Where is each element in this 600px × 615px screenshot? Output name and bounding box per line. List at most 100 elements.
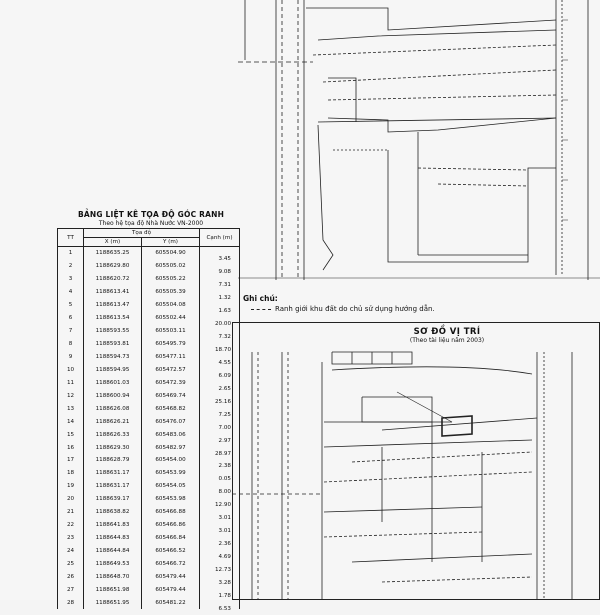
row-y: 605505.02	[141, 259, 200, 273]
row-canh: 20.00	[199, 317, 240, 331]
row-x: 1188635.25	[83, 246, 142, 260]
row-tt: 19	[57, 479, 84, 493]
row-x: 1188593.81	[83, 337, 142, 351]
row-tt: 5	[57, 298, 84, 312]
row-tt: 26	[57, 570, 84, 584]
row-y: 605495.79	[141, 337, 200, 351]
row-canh: 6.09	[199, 369, 240, 383]
row-tt: 13	[57, 402, 84, 416]
row-canh: 3.45	[199, 252, 240, 266]
row-tt: 2	[57, 259, 84, 273]
row-y: 605453.99	[141, 466, 200, 480]
row-tt: 14	[57, 415, 84, 429]
row-y: 605476.07	[141, 415, 200, 429]
row-x: 1188644.83	[83, 531, 142, 545]
row-canh: 2.65	[199, 382, 240, 396]
row-canh: 7.25	[199, 408, 240, 422]
row-x: 1188626.33	[83, 428, 142, 442]
cadastral-map-top-drawing	[238, 0, 600, 280]
row-x: 1188629.30	[83, 441, 142, 454]
row-x: 1188649.53	[83, 557, 142, 571]
row-y: 605483.06	[141, 428, 200, 442]
row-canh: 1.32	[199, 291, 240, 305]
row-y: 605468.82	[141, 402, 200, 416]
row-canh: 8.00	[199, 485, 240, 499]
row-x: 1188641.83	[83, 518, 142, 532]
site-plan-subtitle: (Theo tài liệu năm 2003)	[409, 337, 485, 344]
row-tt: 25	[57, 557, 84, 571]
row-tt: 12	[57, 389, 84, 403]
col-header-y: Y (m)	[141, 237, 200, 247]
row-y: 605503.11	[141, 324, 200, 338]
row-y: 605477.11	[141, 350, 200, 364]
row-y: 605479.44	[141, 570, 200, 584]
row-y: 605472.39	[141, 376, 200, 390]
row-tt: 7	[57, 324, 84, 338]
coords-table-heading: BẢNG LIỆT KÊ TỌA ĐỘ GÓC RANH Theo hệ tọa…	[60, 210, 242, 227]
row-y: 605466.72	[141, 557, 200, 571]
row-tt: 20	[57, 492, 84, 506]
row-tt: 4	[57, 285, 84, 299]
note-row: Ranh giới khu đất do chủ sử dụng hướng d…	[251, 305, 435, 313]
row-x: 1188639.17	[83, 492, 142, 506]
row-tt: 27	[57, 583, 84, 597]
row-x: 1188644.84	[83, 544, 142, 558]
row-canh: 25.16	[199, 395, 240, 409]
row-canh: 2.97	[199, 434, 240, 448]
row-tt: 9	[57, 350, 84, 364]
row-y: 605454.05	[141, 479, 200, 493]
note-title: Ghi chú:	[243, 294, 278, 303]
row-tt: 15	[57, 428, 84, 442]
row-x: 1188631.17	[83, 479, 142, 493]
note-block: Ghi chú: Ranh giới khu đất do chủ sử dụn…	[243, 294, 435, 313]
row-tt: 11	[57, 376, 84, 390]
row-x: 1188620.72	[83, 272, 142, 286]
row-x: 1188629.80	[83, 259, 142, 273]
row-tt: 8	[57, 337, 84, 351]
row-canh: 7.32	[199, 330, 240, 344]
row-x: 1188601.03	[83, 376, 142, 390]
row-y: 605466.52	[141, 544, 200, 558]
row-x: 1188613.54	[83, 311, 142, 325]
row-canh: 4.55	[199, 356, 240, 370]
document-page: Ghi chú: Ranh giới khu đất do chủ sử dụn…	[57, 0, 600, 615]
row-tt: 22	[57, 518, 84, 532]
row-tt: 24	[57, 544, 84, 558]
row-tt: 21	[57, 505, 84, 519]
site-location-map	[232, 322, 600, 600]
row-y: 605504.90	[141, 246, 200, 260]
row-tt: 3	[57, 272, 84, 286]
col-header-toado: Tọa độ	[83, 228, 200, 238]
row-canh: 1.78	[199, 589, 240, 603]
row-canh: 28.97	[199, 447, 240, 460]
row-tt: 16	[57, 441, 84, 454]
row-y: 605505.39	[141, 285, 200, 299]
row-canh: 3.28	[199, 576, 240, 590]
row-x: 1188631.17	[83, 466, 142, 480]
row-x: 1188648.70	[83, 570, 142, 584]
row-y: 605466.84	[141, 531, 200, 545]
col-header-tt: TT	[57, 228, 84, 247]
row-canh: 3.01	[199, 511, 240, 525]
row-canh: 7.00	[199, 421, 240, 435]
row-tt: 17	[57, 454, 84, 467]
row-y: 605479.44	[141, 583, 200, 597]
row-canh: 7.31	[199, 278, 240, 292]
